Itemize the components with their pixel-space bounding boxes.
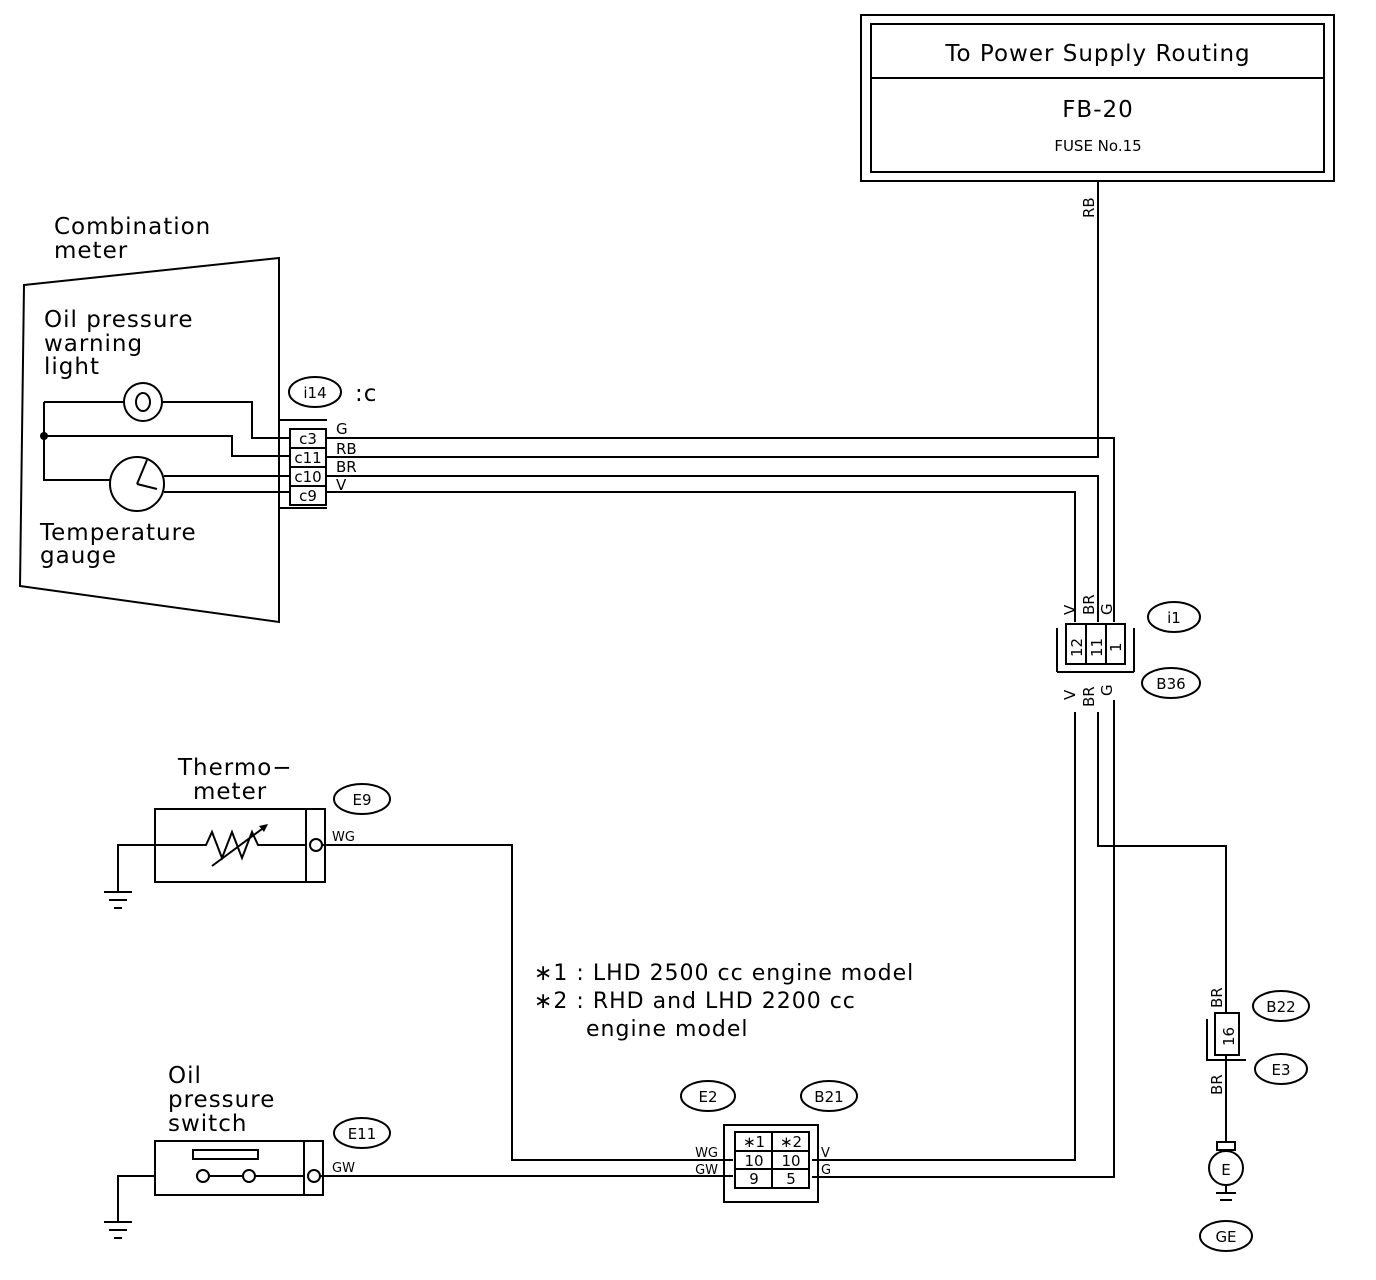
ground-icon [104,1221,132,1239]
wire-label-rb: RB [336,440,357,458]
i1-wire-bottom-g: G [1098,684,1116,696]
i1-wire-bottom-br: BR [1080,686,1098,707]
e2-pin-star2: ∗2 [780,1133,802,1151]
warning-light-label-line3: light [44,354,100,380]
e2-pin-5: 5 [786,1170,796,1188]
pin-c11: c11 [294,449,321,467]
combination-meter: Combination meter Oil pressure warning l… [18,214,290,624]
ground-point: E GE [1199,1141,1253,1252]
thermometer-wire-label: WG [332,830,355,845]
b22-wire-top: BR [1208,987,1226,1008]
switch-contact-icon [192,1149,259,1160]
power-supply-box: To Power Supply Routing FB-20 FUSE No.15 [860,14,1335,182]
e2-pin-10b: 10 [781,1152,800,1170]
connector-b22-id: B22 [1266,998,1295,1016]
temp-gauge-label-line2: gauge [40,543,117,569]
note-line3: engine model [586,1017,749,1042]
temp-gauge-label-line1: Temperature [39,520,197,546]
wire-label-g: G [336,420,348,438]
junction-dot [40,432,48,440]
oil-switch-wire-label: GW [332,1161,355,1176]
i1-pin-11: 11 [1088,638,1106,657]
temperature-gauge-icon [109,456,165,512]
i1-wire-top-g: G [1098,603,1116,615]
b22-wire-bottom: BR [1208,1074,1226,1095]
e2-wire-wg: WG [695,1146,718,1161]
connector-i14-id: i14 [303,384,326,402]
warning-light-label-line2: warning [44,331,143,357]
e2-wire-g: G [821,1163,831,1178]
power-wire-label: RB [1080,197,1098,218]
terminal-icon [307,1169,321,1183]
connector-e3-id: E3 [1271,1061,1290,1079]
note-line2: ∗2 : RHD and LHD 2200 cc [534,989,856,1014]
connector-i1-id: i1 [1167,609,1181,627]
meter-title-line2: meter [54,238,128,264]
warning-lamp-icon [123,382,163,422]
e2-wire-gw: GW [695,1163,718,1178]
meter-title-line1: Combination [54,214,211,240]
connector-b22-e3: BR 16 B22 E3 BR [1206,987,1310,1095]
connector-i14-suffix: :c [355,381,377,407]
main-wires [326,181,1115,622]
b22-pin-16: 16 [1220,1027,1238,1046]
connector-e2-b21: E2 B21 ∗1 ∗2 10 10 9 5 WG GW V G [680,1080,858,1203]
warning-light-label-line1: Oil pressure [44,307,194,333]
terminal-icon [309,838,323,852]
ground-icon [104,891,132,909]
thermometer-sensor: Thermo− meter E9 WG [104,755,733,1161]
i1-wire-top-v: V [1061,604,1079,615]
pin-c3: c3 [299,430,317,448]
wire-label-br: BR [336,458,357,476]
oil-switch-label-line2: pressure [168,1087,275,1113]
connector-b21-id: B21 [814,1088,843,1106]
notes: ∗1 : LHD 2500 cc engine model ∗2 : RHD a… [534,961,914,1042]
i1-wire-bottom-v: V [1061,689,1079,700]
e2-pin-10a: 10 [744,1152,763,1170]
connector-b36-id: B36 [1156,675,1185,693]
e2-pin-9: 9 [749,1170,759,1188]
connector-i14: i14 :c c3 c11 c10 c9 G RB BR V [280,376,377,509]
pin-c10: c10 [294,468,321,486]
connector-i1-b36: V BR G 12 11 1 i1 B36 V BR G [1056,594,1201,707]
e2-pin-star1: ∗1 [743,1133,765,1151]
connector-e9-id: E9 [352,791,371,809]
connector-e11-id: E11 [348,1125,377,1143]
earth-terminal-label: E [1221,1161,1230,1179]
fuse-number-label: FUSE No.15 [1054,137,1141,155]
e2-wire-v: V [821,1146,830,1161]
lower-wires [812,700,1227,1178]
oil-switch-label-line3: switch [168,1111,247,1137]
oil-switch-label-line1: Oil [168,1063,202,1089]
connector-e2-id: E2 [698,1088,717,1106]
ground-point-label: GE [1215,1228,1236,1246]
pin-c9: c9 [299,487,317,505]
thermistor-icon [155,829,306,861]
wire-label-v: V [336,476,347,494]
i1-wire-top-br: BR [1080,594,1098,615]
note-line1: ∗1 : LHD 2500 cc engine model [534,961,914,986]
thermometer-label-line2: meter [193,779,267,805]
power-box-title: To Power Supply Routing [944,41,1250,67]
thermometer-label-line1: Thermo− [177,755,293,781]
fuse-block-label: FB-20 [1062,97,1134,123]
i1-pin-1: 1 [1107,642,1125,652]
i1-pin-12: 12 [1068,638,1086,657]
oil-pressure-switch: Oil pressure switch E11 GW [104,1063,733,1239]
